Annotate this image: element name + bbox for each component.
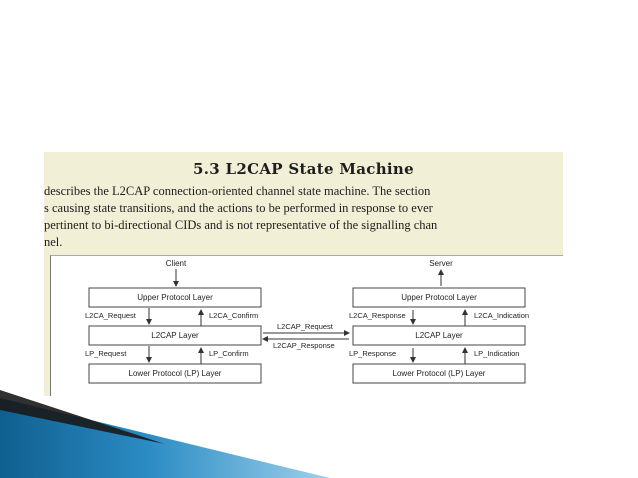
section-heading: 5.3 L2CAP State Machine [193, 160, 414, 178]
right-lp-indication-label: LP_Indication [474, 349, 519, 358]
paragraph-line-2: s causing state transitions, and the act… [44, 201, 433, 215]
left-l2cap-box [88, 325, 262, 346]
left-l2ca-confirm-label: L2CA_Confirm [209, 311, 258, 320]
right-l2cap-label: L2CAP Layer [415, 331, 463, 340]
paragraph-line-4: nel. [44, 235, 63, 249]
bottom-decoration [0, 390, 330, 478]
left-upper-protocol-box [88, 287, 262, 308]
left-l2cap-label: L2CAP Layer [151, 331, 199, 340]
right-upper-protocol-box [352, 287, 526, 308]
diagram-svg: Client Upper Protocol Layer L2CA_Request… [85, 259, 529, 384]
l2cap-response-label: L2CAP_Response [273, 341, 335, 350]
paragraph-line-1: describes the L2CAP connection-oriented … [44, 184, 431, 198]
right-l2ca-response-label: L2CA_Response [349, 311, 406, 320]
right-upper-protocol-label: Upper Protocol Layer [401, 293, 477, 302]
slide-image: 5.3 L2CAP State Machine describes the L2… [44, 152, 563, 396]
left-upper-protocol-label: Upper Protocol Layer [137, 293, 213, 302]
right-lp-response-label: LP_Response [349, 349, 396, 358]
l2cap-request-label: L2CAP_Request [277, 322, 334, 331]
server-label: Server [429, 259, 453, 268]
state-machine-diagram: Client Upper Protocol Layer L2CA_Request… [50, 255, 563, 396]
paragraph-line-3: pertinent to bi-directional CIDs and is … [44, 218, 438, 232]
right-lower-protocol-label: Lower Protocol (LP) Layer [393, 369, 486, 378]
deco-blue-front [0, 410, 330, 478]
client-label: Client [166, 259, 187, 268]
right-lower-protocol-box [352, 363, 526, 384]
left-lp-confirm-label: LP_Confirm [209, 349, 249, 358]
left-lp-request-label: LP_Request [85, 349, 127, 358]
right-l2cap-box [352, 325, 526, 346]
left-l2ca-request-label: L2CA_Request [85, 311, 137, 320]
left-lower-protocol-box [88, 363, 262, 384]
left-lower-protocol-label: Lower Protocol (LP) Layer [129, 369, 222, 378]
right-l2ca-indication-label: L2CA_Indication [474, 311, 529, 320]
